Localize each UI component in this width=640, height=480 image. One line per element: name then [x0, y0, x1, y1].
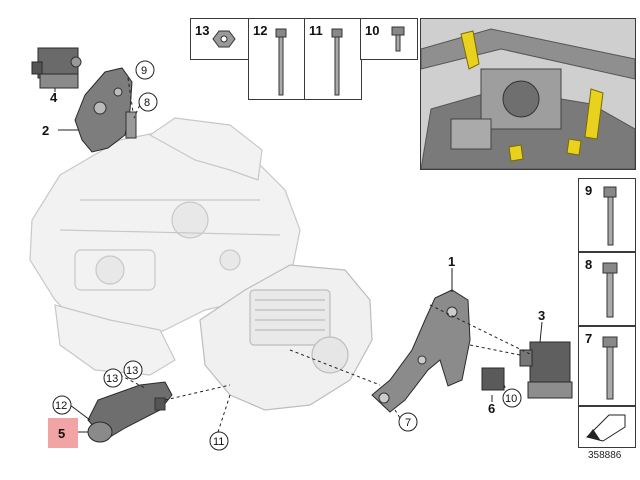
panel-13-label: 13: [195, 23, 210, 38]
circled-10: 10: [505, 393, 517, 405]
leader-lines: [119, 77, 533, 433]
engine-block: [29, 117, 301, 376]
panel-7: 7: [578, 326, 636, 406]
callout-1: 1: [448, 254, 455, 269]
arrow-icon: [586, 414, 626, 442]
bolt-9-icon: [603, 186, 617, 246]
part-3-mount: [519, 341, 573, 399]
callout-5: 5: [58, 426, 65, 441]
panel-11-label: 11: [309, 23, 323, 38]
callout-6: 6: [488, 401, 495, 416]
part-5-mount: [87, 381, 173, 443]
callout-2: 2: [42, 123, 49, 138]
circled-13b: 13: [106, 373, 118, 385]
part-4-mount: [31, 47, 82, 89]
panel-9-label: 9: [585, 183, 593, 198]
circled-7: 7: [405, 417, 411, 429]
bolt-7-icon: [602, 336, 618, 400]
panel-10: 10: [360, 18, 418, 60]
panel-10-label: 10: [365, 23, 380, 38]
panel-11: 11: [304, 18, 362, 100]
panel-13: 13: [190, 18, 250, 60]
panel-9: 9: [578, 178, 636, 252]
arrow-panel: [578, 406, 636, 448]
panel-8-label: 8: [585, 257, 593, 272]
panel-8: 8: [578, 252, 636, 326]
nut-icon: [212, 30, 236, 48]
vehicle-detail-illustration: [421, 19, 635, 169]
bolt-long-icon-2: [331, 28, 343, 96]
callout-3: 3: [538, 308, 545, 323]
part-2-bracket: [74, 67, 137, 153]
gearbox: [199, 264, 373, 411]
bolt-short-icon: [391, 26, 405, 52]
circled-callouts: [52, 60, 522, 451]
callout-4: 4: [50, 90, 58, 105]
circled-9: 9: [141, 65, 147, 77]
circled-12: 12: [55, 400, 67, 412]
circled-11: 11: [213, 436, 224, 448]
circled-13a: 13: [126, 365, 138, 377]
callout-5-highlight: 5: [48, 418, 78, 448]
panel-12-label: 12: [253, 23, 268, 38]
part-6-block: [481, 367, 505, 391]
vehicle-location-panel: [420, 18, 636, 170]
part-1-bracket: [371, 289, 471, 413]
figure-number: 358886: [588, 450, 622, 461]
bolt-long-icon: [275, 28, 287, 96]
panel-12: 12: [248, 18, 306, 100]
bolt-8-icon: [602, 262, 618, 318]
circled-8: 8: [144, 97, 150, 109]
panel-7-label: 7: [585, 331, 593, 346]
